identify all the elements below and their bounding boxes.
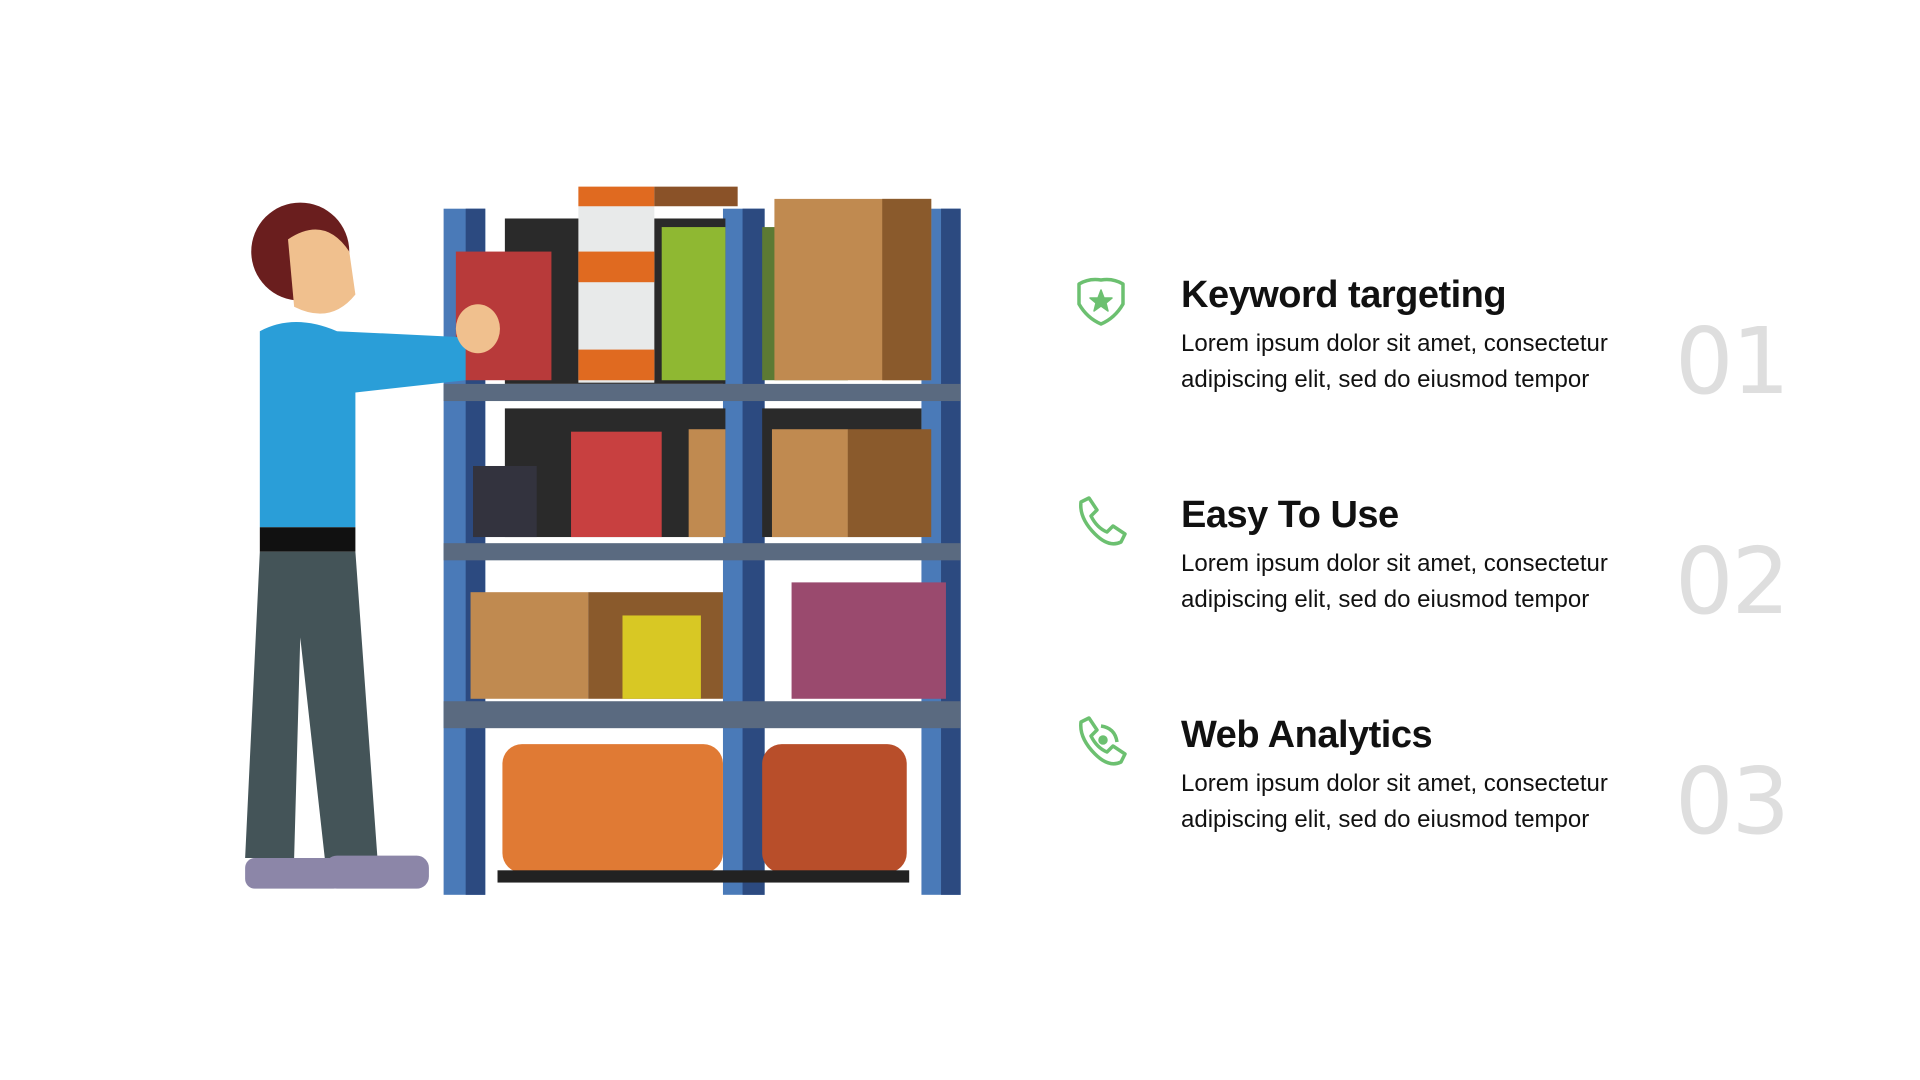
feature-description: Lorem ipsum dolor sit amet, consectetur … <box>1181 770 1608 833</box>
shield-star-icon <box>1077 277 1125 326</box>
feature-title: Web Analytics <box>1181 714 1433 756</box>
warehouse-illustration <box>245 186 961 895</box>
feature-number: 01 <box>1675 308 1790 415</box>
phone-icon <box>1079 496 1127 546</box>
feature-keyword-targeting: Keyword targeting Lorem ipsum dolor sit … <box>1075 274 1835 426</box>
man-figure <box>245 202 500 889</box>
shelf-unit <box>443 186 961 895</box>
feature-title: Keyword targeting <box>1181 274 1507 316</box>
feature-web-analytics: Web Analytics Lorem ipsum dolor sit amet… <box>1075 714 1835 866</box>
feature-title: Easy To Use <box>1181 494 1399 536</box>
feature-description: Lorem ipsum dolor sit amet, consectetur … <box>1181 330 1608 393</box>
feature-description: Lorem ipsum dolor sit amet, consectetur … <box>1181 550 1608 613</box>
feature-number: 02 <box>1675 528 1790 635</box>
phone-call-icon <box>1079 716 1127 766</box>
feature-number: 03 <box>1675 748 1790 855</box>
feature-easy-to-use: Easy To Use Lorem ipsum dolor sit amet, … <box>1075 494 1835 646</box>
